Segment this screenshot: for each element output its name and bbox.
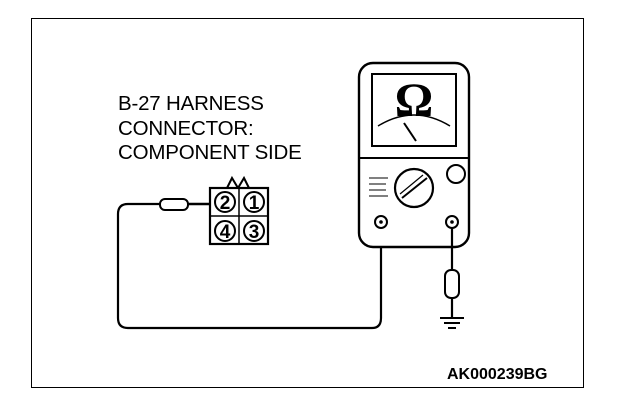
pin-label: 1 [249,193,260,214]
callout-line: B-27 HARNESS [118,92,264,115]
pin-label: 3 [249,222,260,243]
ground-symbol-icon [440,228,464,329]
pin-label: 2 [220,193,231,214]
harness-connector: 2 1 4 3 [208,175,270,246]
callout-line: COMPONENT SIDE [118,141,302,164]
meter-needle [403,122,417,142]
range-selector-knob [393,167,435,209]
figure-frame [31,18,584,388]
ohm-symbol: Ω [395,74,433,127]
callout-line: CONNECTOR: [118,116,254,140]
ohmmeter-icon: Ω [357,61,471,249]
figure-code: AK000239BG [447,366,548,383]
test-lead-wire [116,202,383,330]
pin-label: 4 [220,222,231,243]
connector-lock-tab [226,175,250,190]
test-probe-icon [159,198,212,211]
zero-adjust-knob [446,164,466,184]
connector-callout: B-27 HARNESS CONNECTOR: COMPONENT SIDE [118,92,302,166]
